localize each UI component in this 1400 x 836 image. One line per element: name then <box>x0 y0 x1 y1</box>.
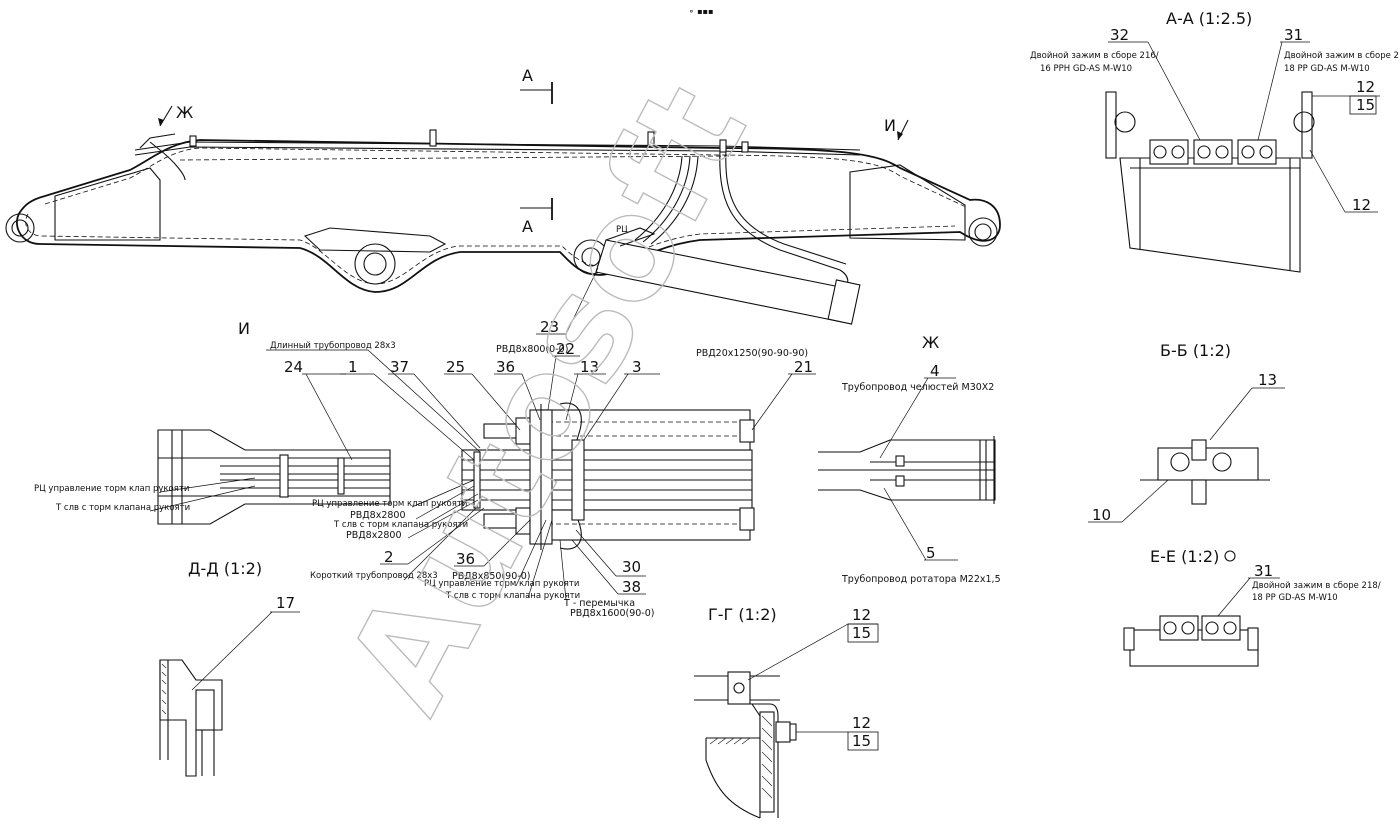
part-21: 21 <box>794 358 813 376</box>
pipe-rotator-note: Трубопровод ротатора М22x1,5 <box>841 574 1001 585</box>
clamp-block-left <box>1149 139 1189 165</box>
short-pipe-note: Короткий трубопровод 28x3 <box>310 571 438 581</box>
clamp-block-mid <box>1193 139 1233 165</box>
long-pipe-note: Длинный трубопровод 28x3 <box>270 341 396 351</box>
part-17: 17 <box>276 594 295 612</box>
jumper-note: Т - перемычка <box>563 598 635 609</box>
part-32: 32 <box>1110 26 1129 44</box>
part-13-mid: 13 <box>580 358 599 376</box>
aa-note-left-2: 16 PPН GD-AS M-W10 <box>1040 64 1132 74</box>
part-15-gg-b: 15 <box>852 732 871 750</box>
clamp-block-right <box>1237 139 1277 165</box>
section-dd: Д-Д (1:2) 17 <box>159 559 300 777</box>
t-mid: Т слв с торм клапана рукояти <box>333 520 468 530</box>
section-a-bottom-label: А <box>522 217 533 236</box>
part-1: 1 <box>348 358 358 376</box>
part-31-ee: 31 <box>1254 562 1273 580</box>
part-4: 4 <box>930 362 940 380</box>
part-38: 38 <box>622 578 641 596</box>
part-37: 37 <box>390 358 409 376</box>
watermark: Autosoft <box>316 60 778 736</box>
part-15-aa: 15 <box>1356 96 1375 114</box>
t-bottom: Т слв с торм клапана рукояти <box>445 591 580 601</box>
ru-mid: РЦ управление торм клап рукояти <box>312 499 467 509</box>
part-3: 3 <box>632 358 642 376</box>
view-i-title: И <box>238 319 250 338</box>
part-12-gg-b: 12 <box>852 714 871 732</box>
part-13: 13 <box>1258 371 1277 389</box>
rvd1250-note: РВД20x1250(90-90-90) <box>696 348 808 359</box>
pipe-jaws-note: Трубопровод челюстей М30Х2 <box>841 382 994 393</box>
rc-tag: РЦ <box>616 225 628 235</box>
part-36-top: 36 <box>496 358 515 376</box>
section-gg-title: Г-Г (1:2) <box>708 605 777 624</box>
view-i-arrow-label: И <box>884 116 896 135</box>
part-5: 5 <box>926 544 936 562</box>
top-mark: ⚬ ▪▪▪ <box>688 7 714 16</box>
rvd2800a: РВД8x2800 <box>350 510 406 521</box>
ru-bottom: РЦ управление торм клап рукояти <box>424 579 579 589</box>
part-12-aa-bottom: 12 <box>1352 196 1371 214</box>
rvd1600-note: РВД8x1600(90-0) <box>570 608 654 619</box>
part-15-gg-a: 15 <box>852 624 871 642</box>
ru-left-1: РЦ управление торм клап рукояти <box>34 484 189 494</box>
section-gg: Г-Г (1:2) 12 15 12 15 <box>694 605 879 819</box>
part-24: 24 <box>284 358 303 376</box>
part-25: 25 <box>446 358 465 376</box>
view-zh: Ж 4 Трубопровод челюстей М30Х2 5 Трубопр… <box>818 333 1001 585</box>
aa-note-right-1: Двойной зажим в сборе 2 <box>1284 51 1399 61</box>
rvd850-note: РВД8x850(90-0) <box>452 571 530 582</box>
section-bb-title: Б-Б (1:2) <box>1160 341 1231 360</box>
section-bb: Б-Б (1:2) 13 10 <box>1088 341 1285 524</box>
view-zh-arrow-label: Ж <box>176 103 193 122</box>
part-23: 23 <box>540 318 559 336</box>
view-i: И 24 РЦ управление торм клап рукояти Т с… <box>34 319 391 525</box>
t-left: Т слв с торм клапана рукояти <box>55 503 190 513</box>
part-12-gg-a: 12 <box>852 606 871 624</box>
ee-note-1: Двойной зажим в сборе 218/ <box>1252 581 1381 591</box>
boom-arm-view: РЦ <box>5 129 1001 325</box>
section-ee: Е-Е (1:2) 31 Двойной зажим в сборе 218/ … <box>1123 547 1381 667</box>
part-36-bottom: 36 <box>456 550 475 568</box>
rvd2800b: РВД8x2800 <box>346 530 402 541</box>
section-aa: А-А (1:2.5) 32 31 Двойной зажим в сборе … <box>1030 9 1399 273</box>
part-2: 2 <box>384 548 394 566</box>
section-dd-title: Д-Д (1:2) <box>188 559 262 578</box>
view-zh-title: Ж <box>922 333 939 352</box>
part-22: 22 <box>556 340 575 358</box>
section-a-top-label: А <box>522 66 533 85</box>
section-a-markers: А А <box>520 66 553 236</box>
rvd800-note: РВД8x800(0-0) <box>496 344 568 355</box>
callout-23: 23 <box>536 267 599 336</box>
ee-note-2: 18 PP GD-AS M-W10 <box>1252 593 1338 603</box>
part-12-aa-top: 12 <box>1356 78 1375 96</box>
view-arrows: Ж И <box>158 103 909 141</box>
aa-note-right-2: 18 PP GD-AS M-W10 <box>1284 64 1370 74</box>
aa-note-left-1: Двойной зажим в сборе 216/ <box>1030 51 1159 61</box>
part-31-aa: 31 <box>1284 26 1303 44</box>
hose-bundle-detail: Длинный трубопровод 28x3 1 37 25 РВД8x80… <box>266 340 816 619</box>
section-aa-title: А-А (1:2.5) <box>1166 9 1252 28</box>
part-30: 30 <box>622 558 641 576</box>
section-ee-title: Е-Е (1:2) <box>1150 547 1219 566</box>
part-10: 10 <box>1092 506 1111 524</box>
